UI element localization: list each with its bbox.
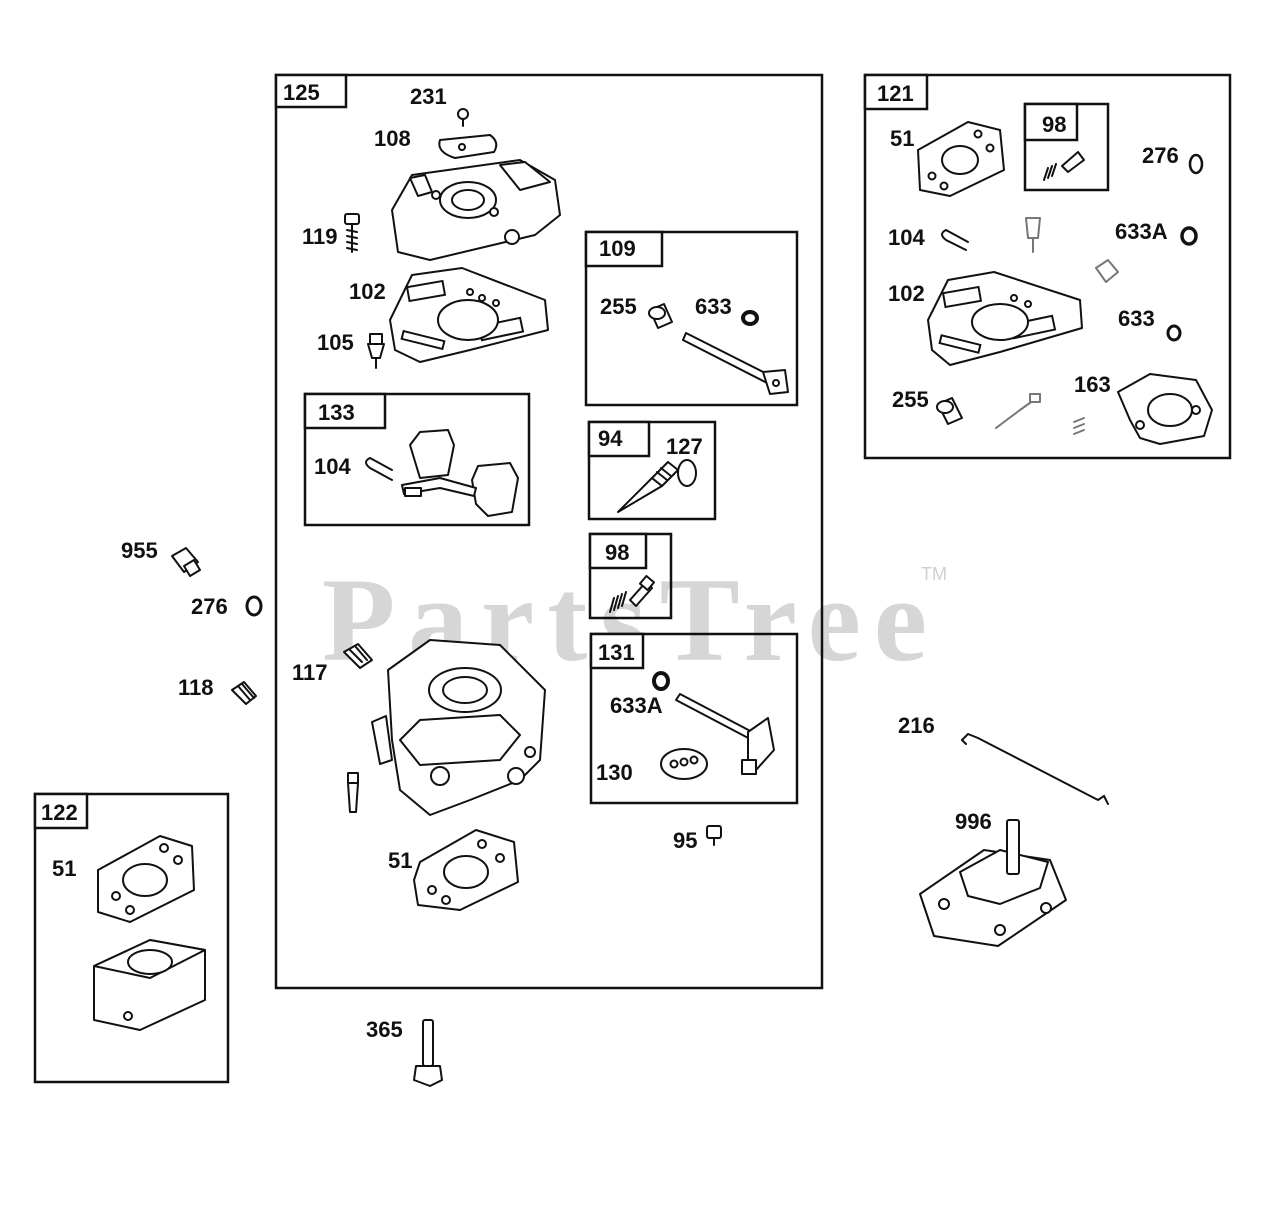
part-float[interactable]	[401, 429, 519, 517]
label-125: 125	[283, 80, 320, 105]
label-109: 109	[599, 236, 636, 261]
part-105-needle[interactable]	[367, 333, 385, 369]
part-121-spring[interactable]	[1073, 417, 1085, 435]
label-255: 255	[600, 294, 637, 319]
part-102-gasket[interactable]	[389, 267, 549, 363]
kit-box-98-inner	[1023, 102, 1110, 192]
part-633A-ring[interactable]	[652, 671, 670, 691]
part-121-633A-ring[interactable]	[1180, 226, 1198, 246]
label-127: 127	[666, 434, 703, 459]
part-121-276-washer[interactable]	[1188, 153, 1204, 175]
kit-box-121	[863, 73, 1232, 460]
part-365-bolt[interactable]	[413, 1019, 443, 1087]
label-105: 105	[317, 330, 354, 355]
trademark: TM	[921, 564, 947, 584]
part-108-gasket[interactable]	[438, 134, 498, 159]
part-121-102-gasket[interactable]	[927, 271, 1083, 366]
part-130-choke-plate[interactable]	[660, 748, 708, 780]
callout-labels: 125 231 108 119 102 105 109 255 633 133 …	[41, 80, 1179, 1042]
part-121-255-seat[interactable]	[936, 397, 963, 425]
label-108: 108	[374, 126, 411, 151]
part-121-98-screw-spring[interactable]	[1043, 151, 1085, 181]
part-131-choke-shaft[interactable]	[675, 693, 775, 775]
part-216-link-rod[interactable]	[961, 732, 1109, 805]
label-121-255: 255	[892, 387, 929, 412]
part-carburetor-cover[interactable]	[391, 159, 561, 261]
part-121-51-gasket[interactable]	[917, 121, 1005, 197]
label-121-104: 104	[888, 225, 925, 250]
part-121-104-clip[interactable]	[941, 228, 969, 251]
label-365: 365	[366, 1017, 403, 1042]
label-130: 130	[596, 760, 633, 785]
part-118-fitting[interactable]	[231, 681, 257, 705]
label-104: 104	[314, 454, 351, 479]
label-117: 117	[292, 660, 328, 685]
part-121-clip[interactable]	[1095, 259, 1119, 283]
part-127-oring[interactable]	[677, 459, 697, 487]
label-231: 231	[410, 84, 447, 109]
label-122-51: 51	[52, 856, 76, 881]
label-121-51: 51	[890, 126, 914, 151]
label-121-102: 102	[888, 281, 925, 306]
kit-box-131	[589, 632, 799, 805]
part-119-screw[interactable]	[344, 213, 360, 253]
label-276: 276	[191, 594, 228, 619]
part-121-163-gasket[interactable]	[1117, 373, 1213, 445]
label-131: 131	[598, 640, 635, 665]
label-119: 119	[302, 224, 338, 249]
part-955-plug[interactable]	[171, 547, 201, 577]
part-94-mixture-screw[interactable]	[617, 461, 679, 513]
label-121-163: 163	[1074, 372, 1111, 397]
kit-box-98	[588, 532, 673, 620]
label-996: 996	[955, 809, 992, 834]
label-94: 94	[598, 426, 623, 451]
part-shaft-109[interactable]	[682, 332, 789, 395]
label-118: 118	[178, 675, 214, 700]
part-117-fitting[interactable]	[343, 643, 373, 669]
part-633-ring[interactable]	[741, 310, 759, 326]
label-633A: 633A	[610, 693, 663, 718]
label-121-633: 633	[1118, 306, 1155, 331]
label-216: 216	[898, 713, 935, 738]
label-633: 633	[695, 294, 732, 319]
label-121-276: 276	[1142, 143, 1179, 168]
part-95-screw[interactable]	[706, 825, 722, 846]
part-996-base-plate[interactable]	[919, 819, 1067, 947]
part-121-needle[interactable]	[1025, 217, 1041, 253]
label-98: 98	[605, 540, 629, 565]
part-carburetor-body[interactable]	[371, 639, 546, 816]
part-104-clip[interactable]	[365, 456, 393, 481]
label-955: 955	[121, 538, 158, 563]
kit-box-109	[584, 230, 799, 407]
label-51: 51	[388, 848, 412, 873]
kit-box-94	[587, 420, 717, 521]
part-255-seat[interactable]	[648, 303, 673, 329]
kit-box-122	[33, 792, 230, 1084]
kit-box-133	[303, 392, 531, 527]
label-95: 95	[673, 828, 697, 853]
label-133: 133	[318, 400, 355, 425]
label-121: 121	[877, 81, 914, 106]
label-121-98: 98	[1042, 112, 1066, 137]
part-main-jet[interactable]	[347, 772, 359, 813]
label-122: 122	[41, 800, 78, 825]
part-51-gasket[interactable]	[413, 829, 519, 911]
kit-box-125	[274, 73, 824, 990]
part-276-washer[interactable]	[245, 595, 263, 617]
part-231-screw[interactable]	[457, 108, 469, 127]
part-121-633-ring[interactable]	[1166, 324, 1182, 342]
part-122-spacer[interactable]	[93, 939, 206, 1031]
part-122-51-gasket[interactable]	[97, 835, 195, 923]
part-121-screw[interactable]	[995, 393, 1041, 429]
label-121-633A: 633A	[1115, 219, 1168, 244]
part-98-screw-spring[interactable]	[609, 574, 656, 613]
label-102: 102	[349, 279, 386, 304]
